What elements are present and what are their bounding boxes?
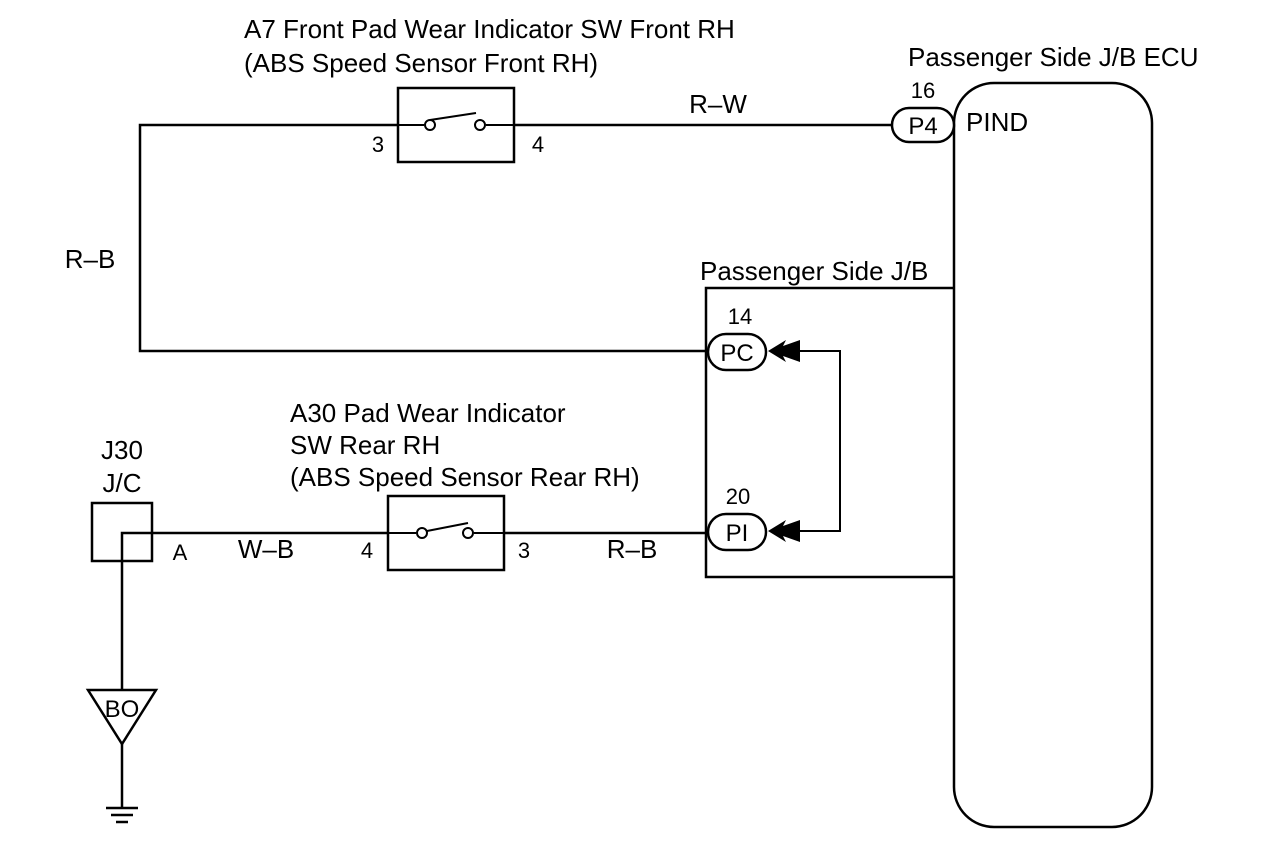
wire-label-r-b-left: R–B	[65, 244, 116, 274]
switch-rear: 4 3 A30 Pad Wear Indicator SW Rear RH (A…	[290, 398, 640, 572]
junction-connector-j30: J30 J/C A	[90, 435, 188, 565]
wire-label-w-b: W–B	[238, 534, 294, 564]
wire-label-r-w: R–W	[689, 89, 747, 119]
connector-pi-pin: 20	[726, 484, 750, 509]
junction-block: Passenger Side J/B	[700, 256, 954, 579]
switch-front-pin-left: 3	[372, 132, 384, 157]
switch-rear-pin-right: 3	[518, 538, 530, 563]
ecu-terminal-label: PIND	[966, 107, 1028, 137]
switch-front-title-2: (ABS Speed Sensor Front RH)	[244, 48, 598, 78]
connector-p4-code: P4	[908, 113, 937, 140]
ground-icon	[106, 806, 138, 824]
jb-internal-jumper	[800, 350, 841, 532]
wire-r-b-left	[138, 123, 708, 353]
jb-title: Passenger Side J/B	[700, 256, 928, 286]
j30-terminal: A	[173, 540, 188, 565]
switch-front: 3 4 A7 Front Pad Wear Indicator SW Front…	[244, 14, 735, 164]
connector-pi: PI 20	[706, 484, 800, 552]
switch-rear-title-1: A30 Pad Wear Indicator	[290, 398, 566, 428]
connector-pi-arrow-icon	[768, 520, 800, 542]
switch-front-title-1: A7 Front Pad Wear Indicator SW Front RH	[244, 14, 735, 44]
connector-pc-pin: 14	[728, 304, 752, 329]
wire-label-r-b-rear: R–B	[607, 534, 658, 564]
connector-pc: PC 14	[706, 304, 800, 372]
connector-p4: P4 16	[890, 78, 956, 144]
ecu-title: Passenger Side J/B ECU	[908, 42, 1198, 72]
ground-point: BO	[85, 688, 159, 824]
connector-pi-code: PI	[726, 520, 749, 547]
connector-pc-arrow-icon	[768, 340, 800, 362]
switch-front-pin-right: 4	[532, 132, 544, 157]
connector-p4-pin: 16	[911, 78, 935, 103]
j30-line1: J30	[101, 435, 143, 465]
switch-rear-title-2: SW Rear RH	[290, 430, 440, 460]
switch-rear-title-3: (ABS Speed Sensor Rear RH)	[290, 462, 640, 492]
jb-ecu: Passenger Side J/B ECU PIND	[908, 42, 1198, 829]
wire-ground	[120, 531, 152, 808]
connector-pc-code: PC	[720, 340, 753, 367]
ground-label: BO	[105, 696, 140, 723]
j30-line2: J/C	[103, 468, 142, 498]
switch-rear-pin-left: 4	[361, 538, 373, 563]
